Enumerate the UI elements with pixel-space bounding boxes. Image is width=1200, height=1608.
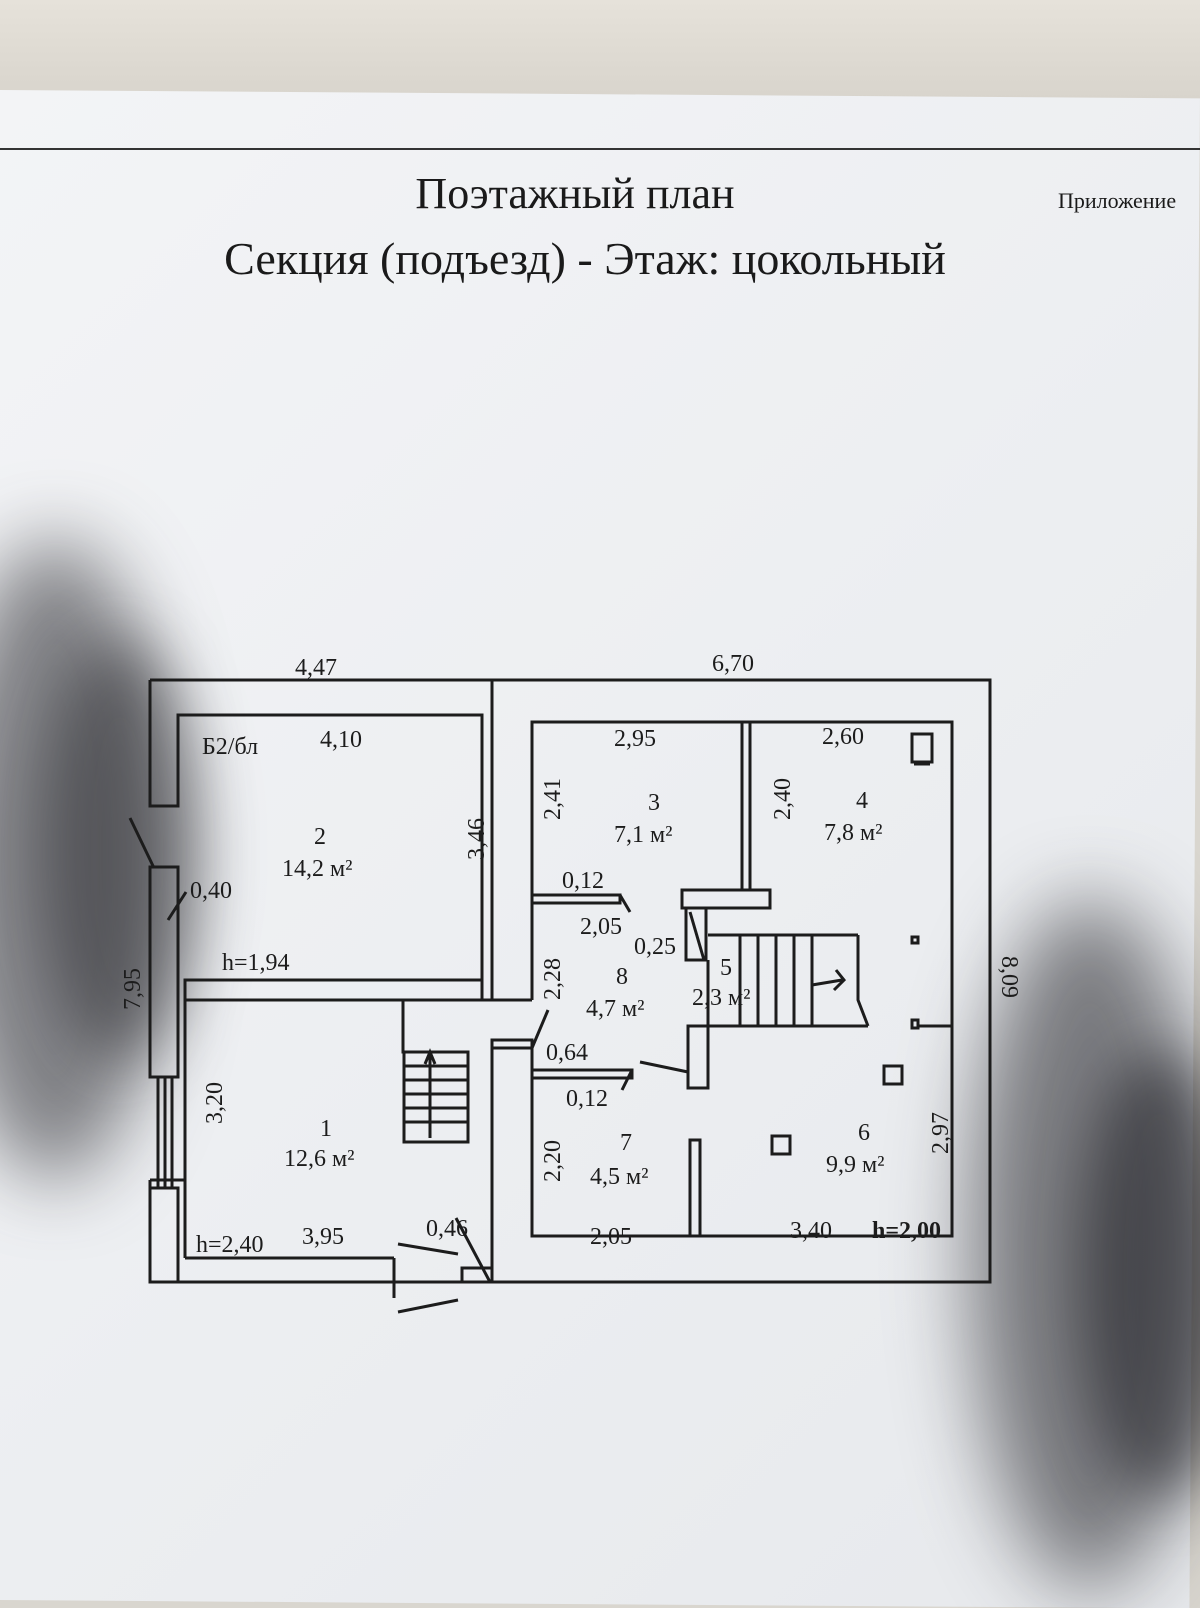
fixture-square	[882, 1064, 904, 1086]
dim-064: 0,64	[546, 1040, 588, 1066]
dim-tick	[166, 891, 188, 921]
room8-area: 4,7 м²	[586, 996, 644, 1022]
fixture-room4	[910, 732, 934, 764]
room7-area: 4,5 м²	[590, 1164, 648, 1190]
wall-pillar-lower	[686, 1024, 710, 1090]
corridor-wall-thin	[490, 1038, 534, 1050]
room2-area: 14,2 м²	[282, 856, 352, 882]
room6-area: 9,9 м²	[826, 1152, 884, 1178]
room1-area: 12,6 м²	[284, 1146, 354, 1172]
dim-wall-040: 0,40	[190, 878, 232, 904]
wall-segment-left-lower	[148, 1186, 180, 1284]
h-room2: h=1,94	[222, 950, 290, 976]
door-swing-mid	[639, 1060, 689, 1074]
door-swing-left	[128, 817, 156, 869]
pillar-diagonal	[688, 911, 706, 961]
dim-room3-height: 2,41	[540, 778, 566, 820]
appendix-label: Приложение	[1058, 188, 1177, 213]
desk-background	[0, 0, 1200, 100]
room8-number: 8	[616, 964, 628, 990]
dim-205-top: 2,05	[580, 914, 622, 940]
wall-012-bottom-tick	[620, 1069, 634, 1091]
room7-partition	[688, 1138, 702, 1238]
dim-228: 2,28	[540, 958, 566, 1000]
h-room1: h=2,40	[196, 1232, 264, 1258]
dim-012-bottom: 0,12	[566, 1086, 608, 1112]
wall-012-top	[530, 893, 622, 905]
dim-room3-width: 2,95	[614, 726, 656, 752]
h-room6: h=2,00	[872, 1218, 941, 1244]
door-swing-diagonal	[454, 1217, 492, 1283]
dim-room7-width: 2,05	[590, 1224, 632, 1250]
room5-number: 5	[720, 955, 732, 981]
dim-room6-height: 2,97	[928, 1112, 954, 1154]
room7-number: 7	[620, 1130, 632, 1156]
dim-room2-width: 4,10	[320, 727, 362, 753]
room4-area: 7,8 м²	[824, 820, 882, 846]
page-title: Поэтажный план	[415, 169, 735, 218]
room3-bottom-wall	[680, 888, 772, 910]
outer-wall	[148, 678, 992, 1284]
stair-left	[401, 1000, 470, 1144]
wall-012-top-tick	[618, 894, 632, 913]
room2-code: Б2/бл	[202, 734, 258, 760]
door-swing-bottom-2	[397, 1298, 459, 1314]
dim-room1-width: 3,95	[302, 1224, 344, 1250]
dim-right-total: 8,09	[996, 956, 1022, 998]
stair5-arrow	[811, 978, 843, 987]
stair5-arrow-head	[832, 969, 847, 992]
dim-025: 0,25	[634, 934, 676, 960]
stair-arrow-head	[423, 1048, 437, 1065]
dim-top-right: 6,70	[712, 651, 754, 677]
wall-012-bottom	[530, 1068, 634, 1080]
room2-number: 2	[314, 824, 326, 850]
dim-room7-height: 2,20	[540, 1140, 566, 1182]
dim-left-total: 7,95	[120, 968, 146, 1010]
wall-segment-left	[148, 865, 180, 1079]
dim-room1-height: 3,20	[202, 1082, 228, 1124]
room4-number: 4	[856, 788, 868, 814]
door-swing-064	[530, 1009, 550, 1049]
room1-number: 1	[320, 1116, 332, 1142]
room6-number: 6	[858, 1120, 870, 1146]
wall-room2-bottom	[183, 978, 484, 1002]
door-swing-bottom	[397, 1242, 459, 1256]
dim-012-top: 0,12	[562, 868, 604, 894]
right-block-inner	[530, 720, 954, 1238]
dim-room6-width: 3,40	[790, 1218, 832, 1244]
dim-top-left: 4,47	[295, 655, 337, 681]
room3-number: 3	[648, 790, 660, 816]
door-block	[460, 1266, 494, 1284]
dim-room2-height: 3,46	[464, 818, 490, 860]
fixture-dot	[910, 935, 920, 945]
fixture-dot-2	[910, 1018, 920, 1030]
header-rule	[0, 148, 1200, 150]
dim-room4-width: 2,60	[822, 724, 864, 750]
room3-right-wall	[740, 720, 752, 892]
dim-door-046: 0,46	[426, 1216, 468, 1242]
room5-area: 2,3 м²	[692, 985, 750, 1011]
fixture-square-2	[770, 1134, 792, 1156]
dim-room4-height: 2,40	[770, 778, 796, 820]
wall-pillar	[684, 906, 708, 962]
room3-area: 7,1 м²	[614, 822, 672, 848]
page-subtitle: Секция (подъезд) - Этаж: цокольный	[224, 233, 946, 284]
